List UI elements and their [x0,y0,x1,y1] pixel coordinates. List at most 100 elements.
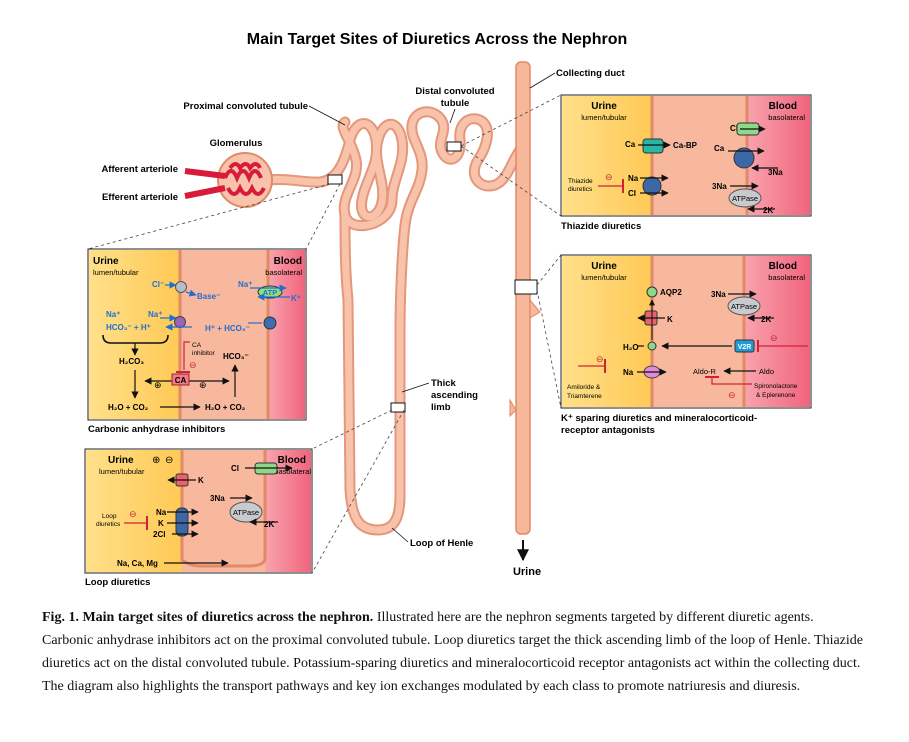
label-distal-1: Distal convoluted [415,86,494,97]
figure-caption: Fig. 1. Main target sites of diuretics a… [42,606,864,698]
loop-k2: K [158,519,164,528]
site-marker-distal [446,141,462,152]
th-lumen-label: lumen/tubular [581,113,627,122]
ca-basolateral-label: basolateral [265,268,302,277]
ca-minus: ⊖ [189,360,197,370]
ks-h2o: H₂O [623,343,639,352]
ks-urine-label: Urine [591,261,617,272]
label-urine: Urine [513,566,541,578]
nephron-tubule-inner [264,108,524,534]
label-loop: Loop of Henle [410,538,473,549]
ks-3na: 3Na [711,290,726,299]
ks-basolateral-label: basolateral [768,273,805,282]
ks-amiloride-minus: ⊖ [596,354,604,364]
loop-na-ca-mg: Na, Ca, Mg [117,559,158,568]
ca-enzyme-label: CA [175,376,187,385]
loop-k: K [198,476,204,485]
ks-panel-title-2: receptor antagonists [561,425,655,436]
th-ca-blood: Ca [714,144,725,153]
ca-h2o-co2-left: H₂O + CO₂ [108,403,149,412]
th-thiazide-label-2: diuretics [568,186,593,193]
afferent-arteriole-vessel [184,168,226,179]
th-urine-label: Urine [591,101,617,112]
th-cl: Cl [730,124,738,133]
ca-panel-title: Carbonic anhydrase inhibitors [88,424,225,435]
nephron-figure: Main Target Sites of Diuretics Across th… [84,31,812,588]
label-afferent: Afferent arteriole [101,164,178,175]
ks-panel-title-1: K⁺ sparing diuretics and mineralocortico… [561,413,757,424]
glomerulus [217,152,273,208]
label-thick-2: ascending [431,390,478,401]
th-na-k-atpase [728,188,762,208]
loop-diuretics-label-2: diuretics [96,521,121,528]
ks-blood-label: Blood [769,261,797,272]
th-atpase: ATPase [732,194,758,203]
ks-v2r-label: V2R [738,344,752,351]
label-efferent: Efferent arteriole [102,192,178,203]
th-blood-label: Blood [769,101,797,112]
ks-v2r [734,339,755,353]
ca-k: K⁺ [291,294,301,303]
ca-lumen-label: lumen/tubular [93,268,139,277]
ks-2k: 2K [761,315,771,324]
ks-k: K [667,315,673,324]
ks-aqp2-basal [647,341,657,351]
figure-title: Main Target Sites of Diuretics Across th… [247,31,628,48]
loop-blood-label: Blood [278,455,306,466]
ca-plus-right: ⊕ [199,380,207,390]
ks-aldo-r: Aldo-R [693,367,717,376]
ks-amiloride-2: Triamterene [567,393,602,400]
loop-panel-title: Loop diuretics [85,577,150,588]
ca-inhibitor-label-2: inhibitor [192,350,216,357]
ca-enzyme [171,373,190,386]
site-marker-collecting [514,279,538,295]
efferent-arteriole-vessel [184,185,226,199]
loop-minus: ⊖ [165,455,173,466]
th-trpv5-channel [642,138,664,154]
ks-aldo: Aldo [759,367,774,376]
loop-atpase: ATPase [233,508,259,517]
ca-na-mid: Na⁺ [148,310,162,319]
label-glomerulus: Glomerulus [210,138,263,149]
connector-lines [87,94,562,574]
th-3na: 3Na [768,168,783,177]
ks-aqp2-channel [646,286,658,298]
loop-3na: 3Na [210,494,225,503]
loop-urine-label: Urine [108,455,134,466]
ca-hco3-h: HCO₃⁻ + H⁺ [106,323,151,332]
ca-inhibitor-label-1: CA [192,342,202,349]
label-thick-3: limb [431,402,451,413]
ks-na-k-atpase [727,296,761,316]
ca-basolateral-transporter [263,316,277,330]
ks-spiro-1: Spironolactone [754,383,798,390]
panel-carbonic-anhydrase [87,248,307,421]
ca-nhe-exchanger [174,316,186,328]
caption-lead: Fig. 1. Main target sites of diuretics a… [42,610,374,625]
loop-cl: Cl [231,464,239,473]
panel-k-sparing [560,254,812,409]
th-3na2: 3Na [712,182,727,191]
label-proximal: Proximal convoluted tubule [183,101,308,112]
ks-v2r-minus: ⊖ [770,333,778,343]
loop-na-k-atpase [229,501,263,523]
th-2k: 2K [763,206,773,215]
ca-urine-label: Urine [93,256,119,267]
loop-plus: ⊕ [152,455,160,466]
ca-na-blood: Na⁺ [238,280,252,289]
ks-aqp2: AQP2 [660,288,682,297]
th-ncx [733,147,755,169]
ca-h-hco3: H⁺ + HCO₃⁻ [205,324,250,333]
ca-hco3-right: HCO₃⁻ [223,352,249,361]
loop-2k: 2K [264,520,274,529]
loop-drug-minus: ⊖ [129,509,137,519]
loop-na: Na [156,508,167,517]
site-marker-proximal [327,174,343,185]
ca-h2o-co2-right: H₂O + CO₂ [205,403,246,412]
ks-amiloride-1: Amiloride & [567,384,601,391]
label-collecting: Collecting duct [556,68,625,79]
th-ca-bp: Ca-BP [673,141,698,150]
ks-na: Na [623,368,634,377]
ca-base: Base⁻ [197,292,220,301]
ks-spiro-minus: ⊖ [728,390,736,400]
loop-basolateral-label: basolateral [274,467,311,476]
